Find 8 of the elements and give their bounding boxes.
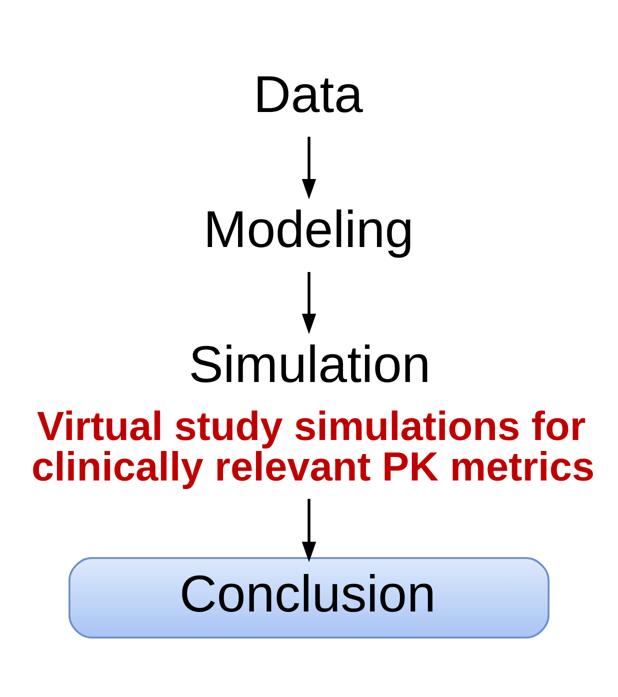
node-text: Data bbox=[254, 64, 363, 123]
node-text: Simulation bbox=[188, 334, 431, 393]
arrow bbox=[302, 498, 316, 562]
node-text: Modeling bbox=[204, 200, 414, 258]
node-label: Virtual study simulations for clinically relevant PK metrics bbox=[32, 402, 595, 490]
arrow bbox=[302, 136, 316, 199]
arrow bbox=[302, 272, 316, 334]
node-box: Conclusion bbox=[68, 556, 550, 638]
